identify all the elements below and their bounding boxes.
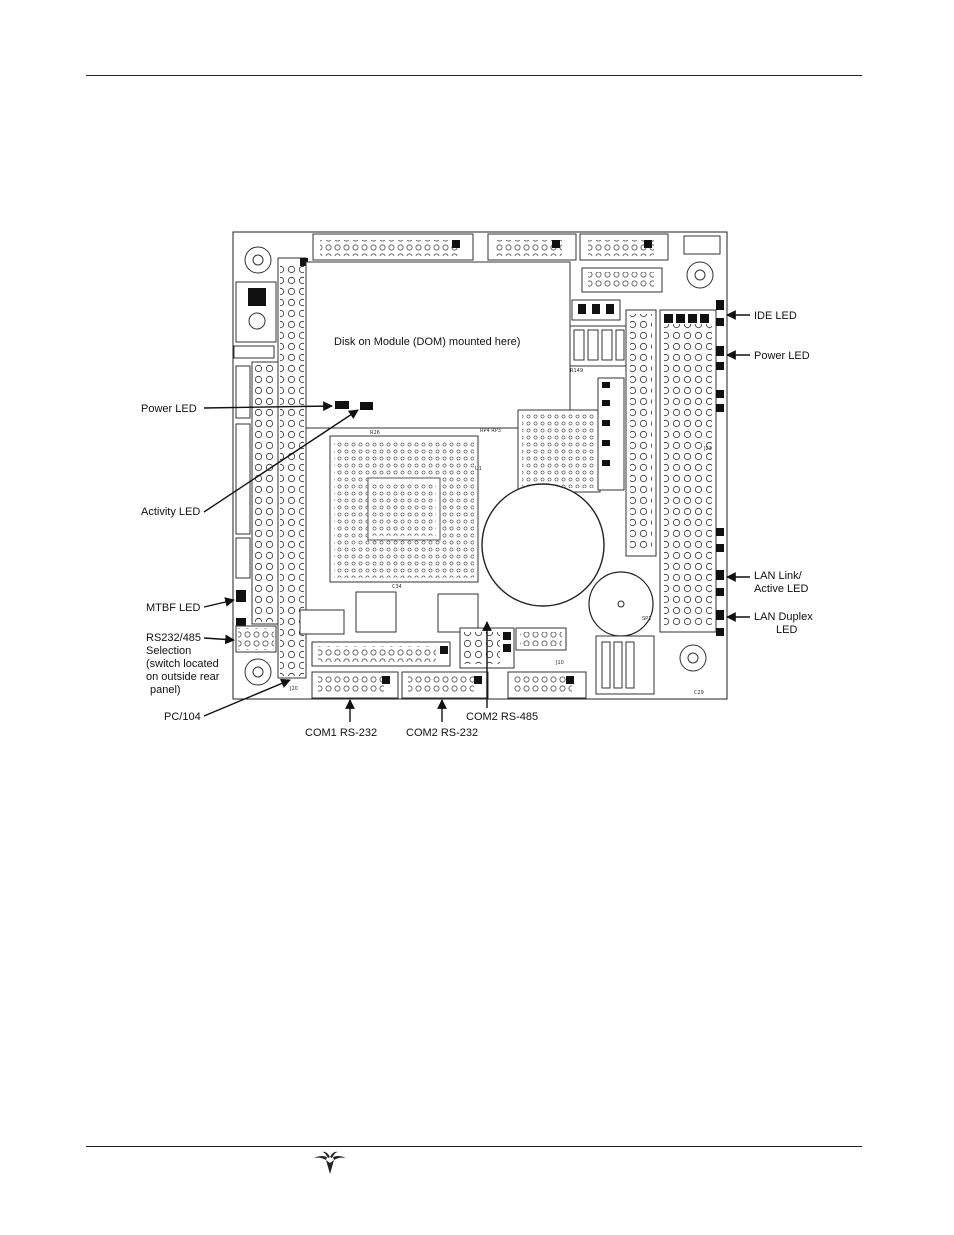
rs-label-4: on outside rear bbox=[146, 671, 220, 683]
battery bbox=[482, 484, 604, 606]
lan-link-label-1: LAN Link/ bbox=[754, 570, 803, 582]
rs-label-2: Selection bbox=[146, 645, 191, 657]
lan-duplex-label-2: LED bbox=[776, 624, 797, 636]
lan-duplex-label-1: LAN Duplex bbox=[754, 611, 813, 623]
com2-232-label: COM2 RS-232 bbox=[406, 727, 478, 739]
ide-led-label: IDE LED bbox=[754, 310, 797, 322]
rs-label-3: (switch located bbox=[146, 658, 219, 670]
mtbf-led-label: MTBF LED bbox=[146, 602, 200, 614]
rs-selection-header bbox=[236, 626, 276, 652]
company-logo-icon bbox=[311, 1150, 349, 1176]
svg-text:J10: J10 bbox=[555, 660, 564, 666]
com1-label: COM1 RS-232 bbox=[305, 727, 377, 739]
power-led-marker bbox=[335, 401, 349, 409]
pc104-label: PC/104 bbox=[164, 711, 201, 723]
chipset-bga bbox=[518, 410, 600, 492]
rs-selection-arrow bbox=[204, 638, 234, 640]
svg-text:SP1: SP1 bbox=[642, 616, 651, 622]
svg-text:C29: C29 bbox=[694, 690, 704, 696]
activity-led-label: Activity LED bbox=[141, 506, 200, 518]
svg-text:C34: C34 bbox=[392, 584, 402, 590]
rs-label-5: panel) bbox=[150, 684, 181, 696]
lan-link-label-2: Active LED bbox=[754, 583, 808, 595]
power-led-label-left: Power LED bbox=[141, 403, 197, 415]
svg-text:J23: J23 bbox=[703, 446, 712, 452]
footer-rule bbox=[86, 1146, 862, 1147]
svg-text:R26: R26 bbox=[370, 430, 380, 436]
cpu-bga: U1 bbox=[330, 436, 482, 582]
power-led-label-right: Power LED bbox=[754, 350, 810, 362]
dom-label: Disk on Module (DOM) mounted here) bbox=[334, 336, 520, 348]
com2-485-label: COM2 RS-485 bbox=[466, 711, 538, 723]
activity-led-marker bbox=[360, 402, 373, 410]
rs-label-1: RS232/485 bbox=[146, 632, 201, 644]
svg-text:J20: J20 bbox=[289, 686, 298, 692]
svg-text:RP4 RP3: RP4 RP3 bbox=[480, 428, 501, 434]
svg-text:R149: R149 bbox=[570, 368, 583, 374]
mtbf-led-arrow bbox=[204, 600, 234, 607]
svg-text:U1: U1 bbox=[475, 466, 482, 472]
